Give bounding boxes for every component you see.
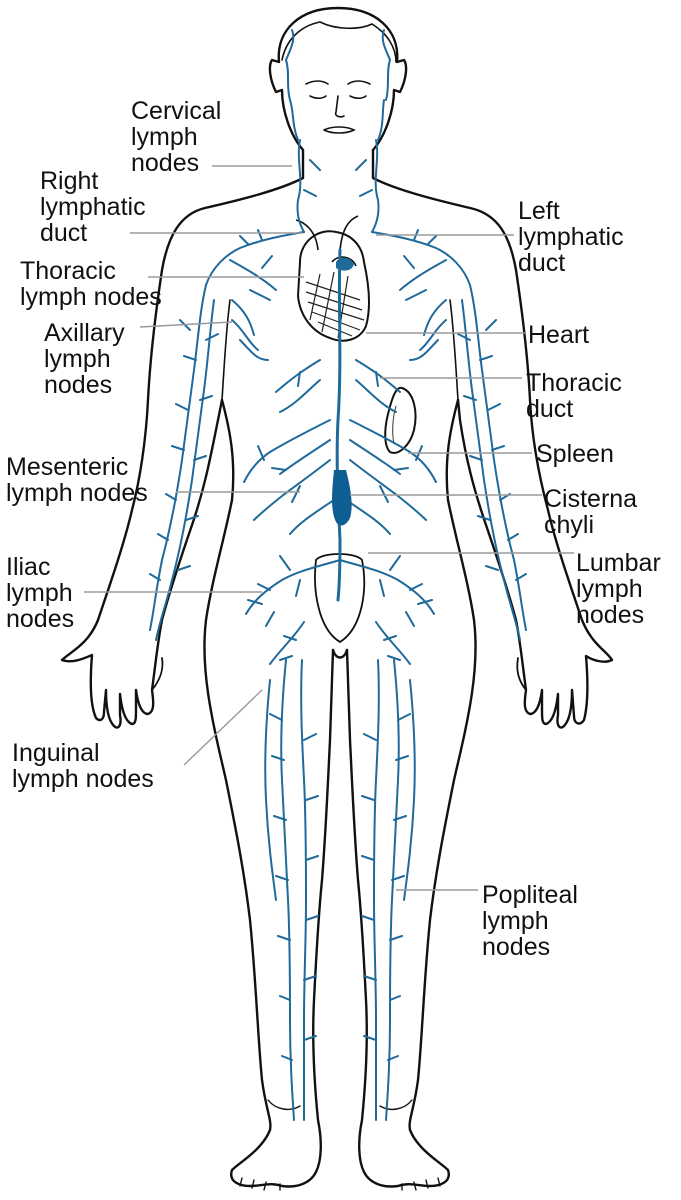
heart — [295, 215, 371, 342]
label-line: lymph nodes — [6, 479, 148, 507]
label-axillary-lymph-nodes: Axillary lymph nodes — [44, 320, 125, 398]
label-line: Iliac — [6, 553, 51, 581]
label-thoracic-duct: Thoracic duct — [526, 370, 622, 422]
head-outline — [268, 6, 408, 152]
label-line: Popliteal — [482, 881, 578, 909]
label-line: Right — [40, 167, 99, 195]
torso-left-outline — [60, 148, 305, 729]
label-line: Thoracic — [20, 257, 116, 285]
face — [305, 80, 371, 134]
label-line: Inguinal — [12, 739, 100, 767]
label-line: lymph — [6, 579, 73, 607]
lymph-vessels — [149, 29, 527, 1121]
label-line: Left — [518, 197, 560, 225]
label-line: chyli — [544, 511, 595, 539]
label-iliac-lymph-nodes: Iliac lymph nodes — [6, 554, 74, 632]
label-inguinal-lymph-nodes: Inguinal lymph nodes — [12, 740, 154, 792]
label-popliteal-lymph-nodes: Popliteal lymph nodes — [482, 882, 578, 960]
label-line: duct — [40, 219, 88, 247]
label-line: nodes — [482, 933, 551, 961]
label-line: duct — [518, 249, 566, 277]
label-right-lymphatic-duct: Right lymphatic duct — [40, 168, 146, 246]
leader-lines — [84, 165, 574, 891]
label-line: lymph nodes — [12, 765, 154, 793]
label-line: lymph — [131, 123, 198, 151]
label-line: nodes — [44, 371, 113, 399]
label-lumbar-lymph-nodes: Lumbar lymph nodes — [576, 550, 661, 628]
label-line: Heart — [528, 321, 590, 349]
label-line: Thoracic — [526, 369, 622, 397]
label-line: lymph nodes — [20, 283, 162, 311]
label-line: lymph — [482, 907, 549, 935]
label-line: Axillary — [44, 319, 125, 347]
body-outline — [60, 6, 614, 1191]
cisterna-chyli — [332, 470, 352, 526]
spleen — [384, 386, 417, 454]
label-line: lymphatic — [40, 193, 146, 221]
label-line: Lumbar — [576, 549, 661, 577]
label-line: nodes — [6, 605, 75, 633]
label-left-lymphatic-duct: Left lymphatic duct — [518, 198, 624, 276]
label-line: lymphatic — [518, 223, 624, 251]
label-thoracic-lymph-nodes: Thoracic lymph nodes — [20, 258, 162, 310]
label-heart: Heart — [528, 322, 589, 348]
label-line: lymph — [576, 575, 643, 603]
label-spleen: Spleen — [536, 441, 614, 467]
label-line: Cisterna — [544, 485, 638, 513]
torso-right-outline — [371, 148, 614, 729]
label-line: lymph — [44, 345, 111, 373]
label-line: Spleen — [536, 440, 614, 468]
label-cervical-lymph-nodes: Cervical lymph nodes — [131, 98, 221, 176]
label-line: duct — [526, 395, 574, 423]
label-cisterna-chyli: Cisterna chyli — [544, 486, 637, 538]
label-line: nodes — [131, 149, 200, 177]
label-line: Mesenteric — [6, 453, 129, 481]
label-line: nodes — [576, 601, 645, 629]
label-line: Cervical — [131, 97, 222, 125]
label-mesenteric-lymph-nodes: Mesenteric lymph nodes — [6, 454, 148, 506]
